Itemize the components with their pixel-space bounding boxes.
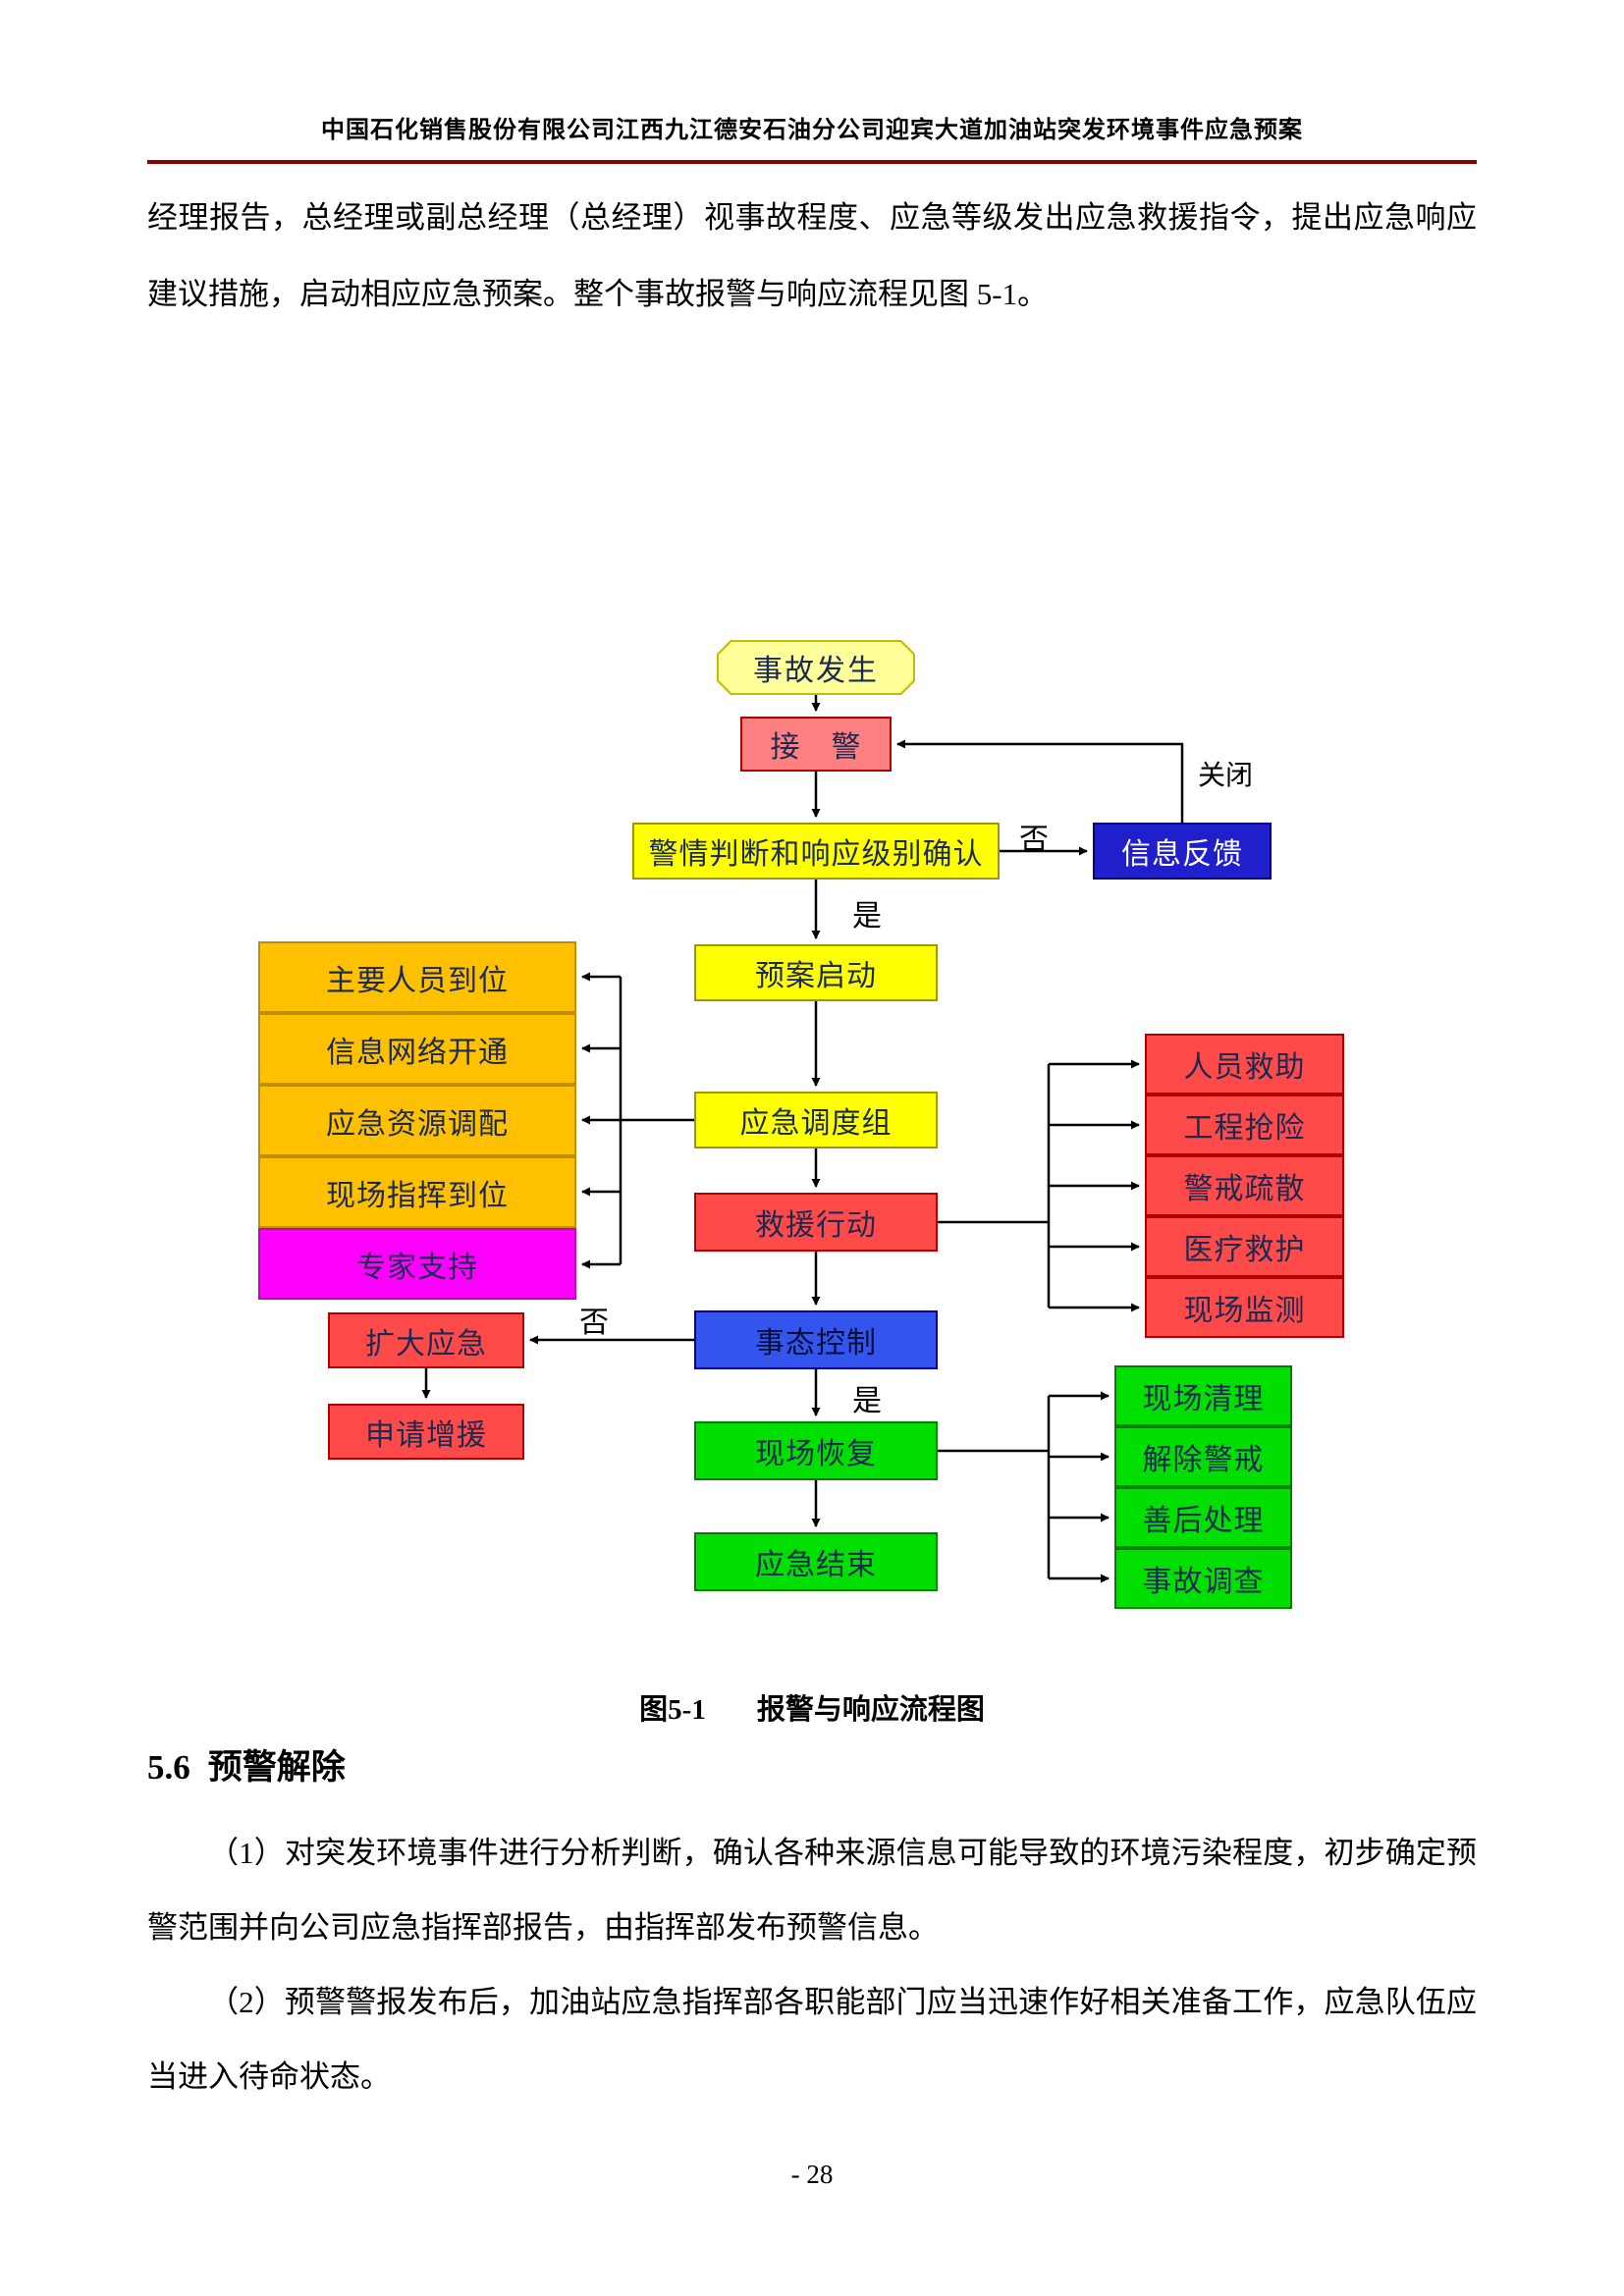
figure-caption-title: 报警与响应流程图 <box>756 1694 985 1726</box>
flowchart-node-accident-investigation: 事故调查 <box>1114 1548 1292 1609</box>
section-heading: 5.6 预警解除 <box>147 1739 346 1789</box>
figure-caption: 图5-1 报警与响应流程图 <box>0 1686 1624 1728</box>
edge-label-close: 关闭 <box>1198 761 1254 791</box>
flowchart-node-site-command: 现场指挥到位 <box>258 1156 576 1228</box>
figure-caption-label: 图5-1 <box>639 1694 706 1726</box>
flowchart-node-judge: 警情判断和响应级别确认 <box>632 823 1000 880</box>
flowchart-node-start-label: 事故发生 <box>719 642 913 693</box>
flowchart-node-expert-support: 专家支持 <box>258 1228 576 1300</box>
flowchart-node-personnel-rescue: 人员救助 <box>1145 1034 1344 1095</box>
page-number: - 28 <box>790 2160 834 2189</box>
flowchart-node-personnel-in-place: 主要人员到位 <box>258 941 576 1013</box>
flowchart-node-reinforce: 申请增援 <box>328 1404 524 1460</box>
flowchart-node-medical-aid: 医疗救护 <box>1145 1216 1344 1277</box>
intro-paragraph: 经理报告，总经理或副总经理（总经理）视事故程度、应急等级发出应急救援指令，提出应… <box>147 200 1477 311</box>
flowchart-node-control: 事态控制 <box>694 1310 938 1369</box>
flowchart-node-dispatch: 应急调度组 <box>694 1092 938 1148</box>
flowchart-node-site-monitoring: 现场监测 <box>1145 1277 1344 1338</box>
flowchart-node-recover: 现场恢复 <box>694 1421 938 1480</box>
flowchart-node-start: 事故发生 <box>717 640 915 695</box>
flowchart-node-engineering-rescue: 工程抢险 <box>1145 1095 1344 1155</box>
edge-label-no-judge: 否 <box>1019 824 1049 856</box>
page-header-title: 中国石化销售股份有限公司江西九江德安石油分公司迎宾大道加油站突发环境事件应急预案 <box>321 118 1303 143</box>
flowchart-node-aftermath: 善后处理 <box>1114 1487 1292 1548</box>
flowchart-node-expand: 扩大应急 <box>328 1312 524 1368</box>
flowchart-node-finish: 应急结束 <box>694 1532 938 1591</box>
section-paragraph-2: （2）预警警报发布后，加油站应急指挥部各职能部门应当迅速作好相关准备工作，应急队… <box>147 1985 1477 2094</box>
flowchart-node-resource-dispatch: 应急资源调配 <box>258 1085 576 1156</box>
flowchart-node-network-open: 信息网络开通 <box>258 1013 576 1085</box>
flowchart-node-plan-start: 预案启动 <box>694 944 938 1001</box>
section-paragraph-1: （1）对突发环境事件进行分析判断，确认各种来源信息可能导致的环境污染程度，初步确… <box>147 1836 1477 1945</box>
section-number: 5.6 <box>147 1748 190 1787</box>
flowchart-node-cordon-evacuate: 警戒疏散 <box>1145 1155 1344 1216</box>
flowchart-node-rescue: 救援行动 <box>694 1193 938 1252</box>
flowchart-node-alarm: 接 警 <box>740 717 892 772</box>
flowchart-node-lift-cordon: 解除警戒 <box>1114 1426 1292 1487</box>
header-divider <box>147 160 1477 164</box>
edge-label-yes-control: 是 <box>852 1385 882 1417</box>
edge-label-yes-judge: 是 <box>852 900 882 933</box>
edge-label-no-control: 否 <box>579 1307 609 1339</box>
section-title: 预警解除 <box>207 1748 346 1787</box>
flowchart-node-feedback: 信息反馈 <box>1093 823 1272 880</box>
flowchart-node-site-cleanup: 现场清理 <box>1114 1365 1292 1426</box>
